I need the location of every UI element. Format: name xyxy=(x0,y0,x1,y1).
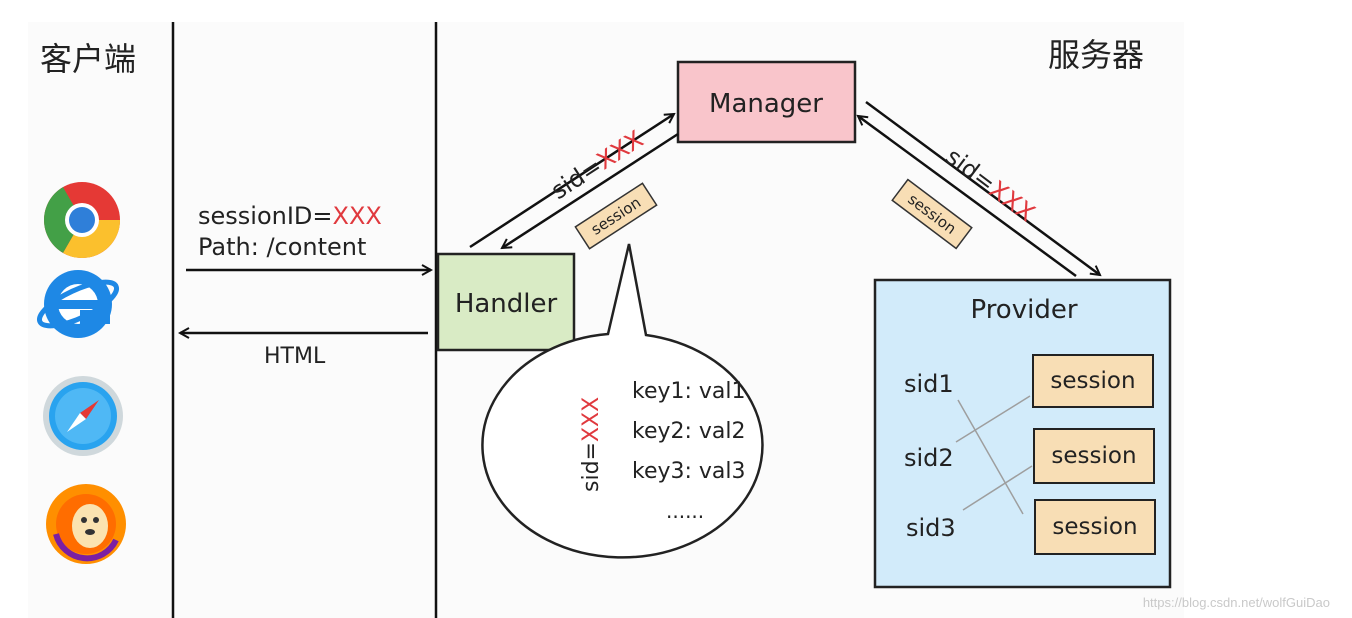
bubble-entry-3: key3: val3 xyxy=(632,459,746,484)
path-text: Path: /content xyxy=(198,233,366,261)
html-label: HTML xyxy=(264,344,326,369)
session-box-1 xyxy=(1032,354,1154,408)
sid-label-2: sid2 xyxy=(904,444,954,472)
provider-to-manager-arrow xyxy=(858,116,1077,278)
session-flow-diagram: 客户端 服务器 sessionID=XXX Path: /content HTM… xyxy=(36,22,1172,618)
manager-to-handler-arrow xyxy=(502,132,679,248)
sid-label-1: sid1 xyxy=(904,370,954,398)
bubble-entry-2: key2: val2 xyxy=(632,419,746,444)
handler-label: Handler xyxy=(455,289,558,319)
session-label-3: session xyxy=(1052,514,1137,540)
manager-to-provider-arrow xyxy=(865,100,1100,275)
bubble-entry-1: key1: val1 xyxy=(632,379,746,404)
handler-to-manager-arrow xyxy=(469,114,674,249)
mapping-line xyxy=(955,395,1031,443)
chrome-icon xyxy=(44,182,120,258)
sid-label-3: sid3 xyxy=(906,514,956,542)
bubble-ellipsis: ...... xyxy=(666,499,704,523)
provider-label: Provider xyxy=(970,295,1077,325)
session-bubble xyxy=(481,243,764,559)
session-label-2: session xyxy=(1051,443,1136,469)
handler-box xyxy=(436,252,576,352)
mapping-line xyxy=(957,399,1024,515)
server-title: 服务器 xyxy=(1048,36,1144,74)
watermark: https://blog.csdn.net/wolfGuiDao xyxy=(1142,595,1330,610)
session-label-1: session xyxy=(1050,368,1135,394)
bubble-sid: sid=XXX xyxy=(579,397,604,492)
mapping-line xyxy=(962,465,1033,511)
session-box-2 xyxy=(1033,428,1155,484)
safari-icon xyxy=(43,376,123,456)
manager-box xyxy=(676,60,857,144)
client-title: 客户端 xyxy=(40,40,136,78)
session-id-text: sessionID=XXX xyxy=(198,202,382,230)
diagram-stage: 客户端 服务器 sessionID=XXX Path: /content HTM… xyxy=(28,22,1184,618)
manager-label: Manager xyxy=(709,89,823,119)
ie-icon xyxy=(36,270,120,338)
firefox-icon xyxy=(46,484,126,564)
session-box-3 xyxy=(1034,499,1156,555)
